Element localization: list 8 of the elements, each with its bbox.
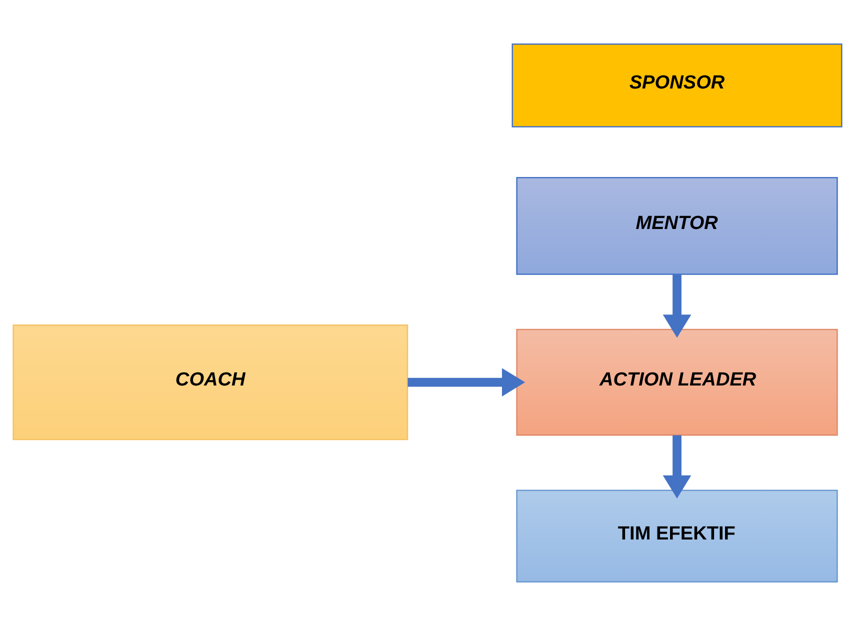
node-box: TIM EFEKTIF — [516, 490, 838, 583]
node-box: SPONSOR — [512, 43, 842, 128]
arrow — [662, 274, 692, 338]
node-box: ACTION LEADER — [516, 328, 838, 436]
arrow — [408, 368, 526, 396]
node-box: MENTOR — [516, 176, 838, 275]
node-box: COACH — [12, 324, 408, 440]
arrow — [662, 435, 692, 499]
